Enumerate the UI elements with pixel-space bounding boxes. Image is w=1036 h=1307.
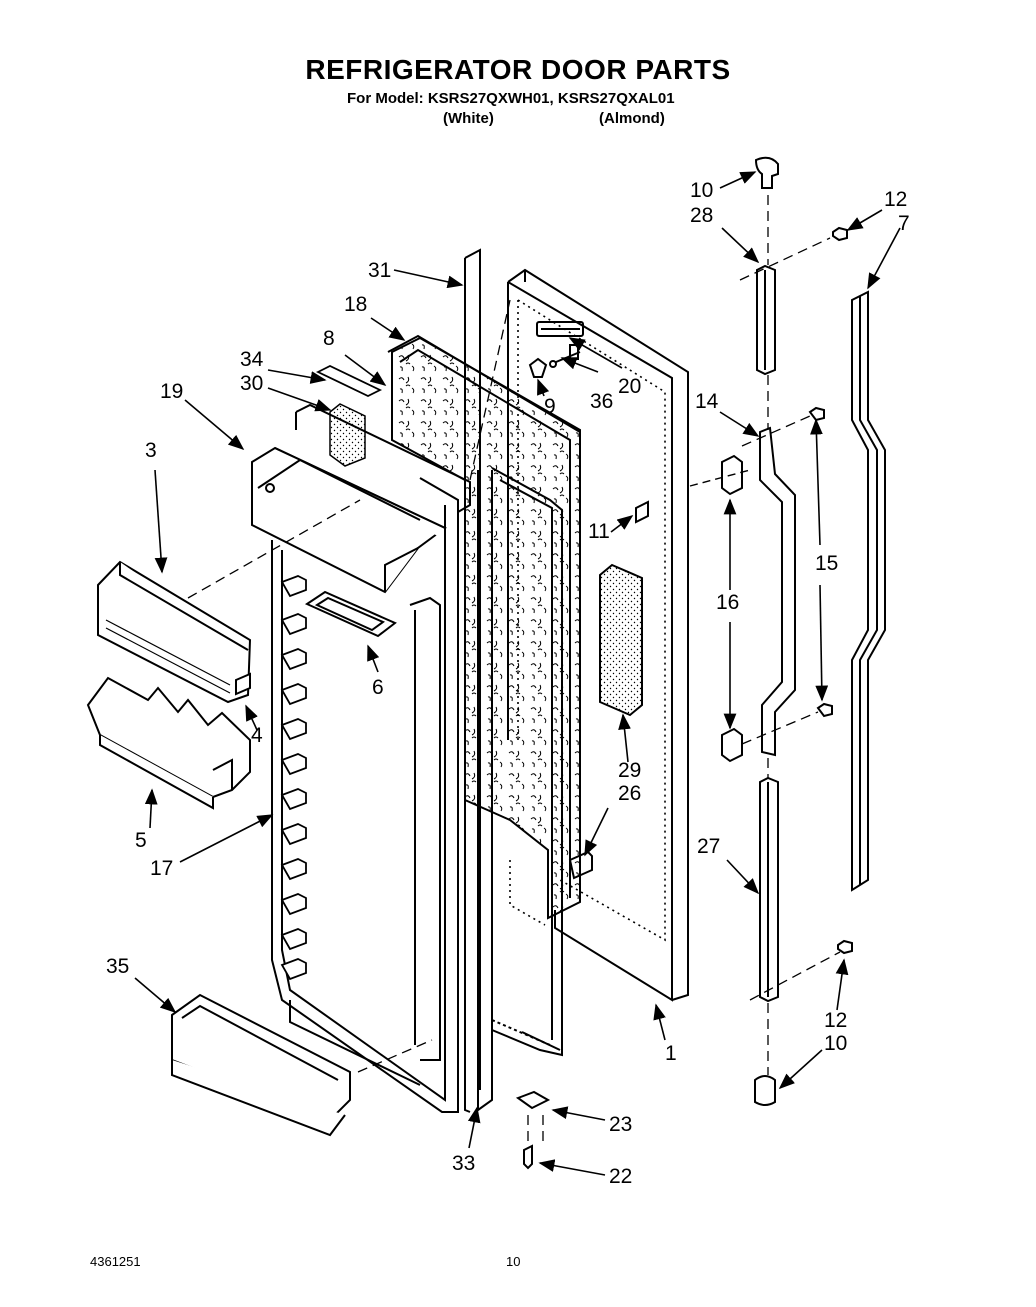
callout-7: 7 (898, 212, 910, 235)
callout-20: 20 (618, 375, 641, 398)
small-foam-block (329, 403, 366, 467)
liner-shelf-tabs (280, 575, 307, 981)
callout-15: 15 (815, 552, 838, 575)
variant-almond: (Almond) (599, 110, 665, 127)
callout-11: 11 (588, 520, 610, 543)
callout-12-top: 12 (884, 188, 907, 211)
callout-34: 34 (240, 348, 264, 371)
dispenser-housing (251, 446, 447, 594)
shelf-cover (97, 560, 252, 704)
callout-17: 17 (150, 857, 173, 880)
callout-8: 8 (323, 327, 335, 350)
callout-16: 16 (716, 591, 739, 614)
callout-33: 33 (452, 1152, 475, 1175)
callout-5: 5 (135, 829, 147, 852)
callout-23: 23 (609, 1113, 632, 1136)
page-number: 10 (506, 1254, 521, 1269)
dashed-alignment-lines (187, 195, 841, 1145)
callout-3: 3 (145, 439, 157, 462)
door-bin-rack (86, 676, 251, 810)
callout-10-top: 10 (690, 179, 713, 202)
model-line: For Model: KSRS27QXWH01, KSRS27QXAL01 (347, 90, 675, 107)
page-title: REFRIGERATOR DOOR PARTS (305, 54, 731, 85)
document-number: 4361251 (90, 1254, 141, 1269)
callout-1: 1 (665, 1042, 677, 1065)
upper-hinge-parts (754, 156, 848, 376)
callout-6: 6 (372, 676, 384, 699)
callout-30: 30 (240, 372, 263, 395)
insulation-block (599, 563, 643, 717)
callout-27: 27 (697, 835, 720, 858)
callout-4: 4 (251, 724, 263, 747)
bottom-bin (171, 993, 351, 1137)
callout-29: 29 (618, 759, 641, 782)
callout-28: 28 (690, 204, 713, 227)
callout-36: 36 (590, 390, 613, 413)
callout-19: 19 (160, 380, 183, 403)
small-bin (304, 590, 397, 638)
dispenser-trim-strip (315, 364, 383, 398)
callout-9: 9 (544, 395, 556, 418)
callout-labels: 10 28 12 7 31 18 8 34 30 19 20 36 9 14 3… (106, 179, 910, 1188)
callout-35: 35 (106, 955, 129, 978)
callout-31: 31 (368, 259, 391, 282)
callout-10-bottom: 10 (824, 1032, 847, 1055)
callout-26: 26 (618, 782, 641, 805)
door-gasket (387, 334, 581, 1112)
callout-18: 18 (344, 293, 367, 316)
lower-hinge-parts (515, 776, 853, 1170)
door-handle-bracket (721, 406, 833, 763)
callout-12-bottom: 12 (824, 1009, 847, 1032)
callout-22: 22 (609, 1165, 632, 1188)
variant-white: (White) (443, 110, 494, 127)
callout-14: 14 (695, 390, 719, 413)
handle-trim (851, 290, 886, 892)
callout-leaders (134, 171, 901, 1176)
